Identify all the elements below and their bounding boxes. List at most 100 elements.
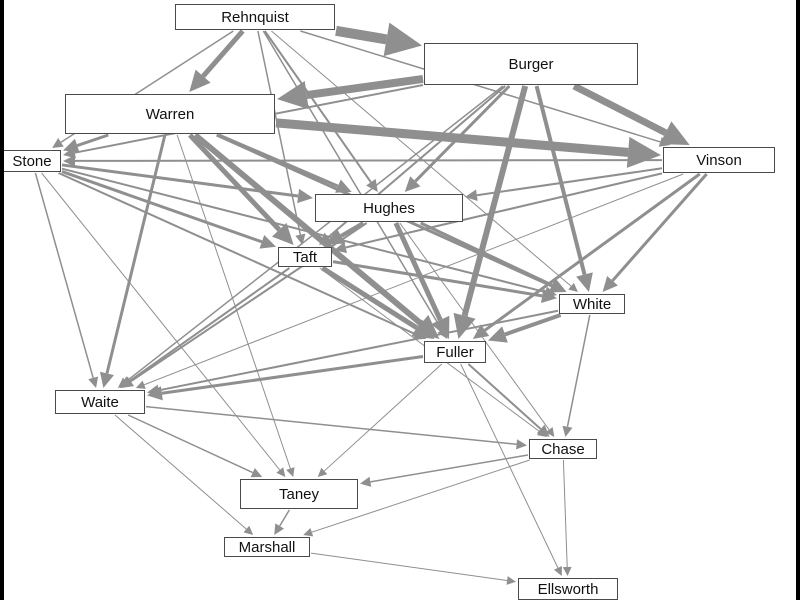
edge-warren-fuller <box>193 132 423 326</box>
arrowhead-fuller-ellsworth <box>553 565 562 576</box>
edge-stone-fuller <box>58 172 416 335</box>
node-vinson: Vinson <box>663 147 775 173</box>
node-taney: Taney <box>240 479 358 509</box>
edge-stone-taft <box>61 170 263 244</box>
edge-hughes-chase <box>399 222 550 430</box>
arrowhead-stone-taft <box>259 235 276 249</box>
edge-vinson-taft <box>345 172 663 249</box>
arrowhead-vinson-waite <box>135 380 146 389</box>
edge-warren-vinson <box>275 118 629 157</box>
edge-hughes-white <box>420 221 554 287</box>
edge-fuller-taney <box>323 363 443 472</box>
arrowhead-stone-taney <box>276 467 286 477</box>
edge-rehnquist-burger <box>335 25 388 45</box>
arrowhead-hughes-chase <box>545 427 555 437</box>
edge-taft-white <box>332 260 543 298</box>
edge-burger-hughes <box>414 84 511 183</box>
arrowhead-burger-warren <box>277 80 309 110</box>
edge-stone-taney <box>41 172 281 471</box>
edge-fuller-waite <box>161 355 424 395</box>
arrowhead-chase-ellsworth <box>562 566 572 576</box>
edge-waite-marshall <box>114 414 247 530</box>
arrowhead-vinson-stone <box>63 155 76 167</box>
arrowhead-warren-taft <box>271 222 294 245</box>
edge-vinson-white <box>611 173 708 282</box>
arrowhead-taft-white <box>541 288 557 303</box>
edge-waite-chase <box>145 405 517 446</box>
node-fuller: Fuller <box>424 341 486 363</box>
arrowhead-waite-chase <box>516 439 527 450</box>
edge-taney-marshall <box>279 509 290 527</box>
edge-marshall-ellsworth <box>310 552 508 581</box>
edge-chase-marshall <box>311 459 530 533</box>
edge-taft-fuller <box>321 265 419 330</box>
arrowhead-rehnquist-stone <box>52 138 64 148</box>
arrowhead-warren-waite <box>99 371 114 388</box>
arrowhead-warren-vinson <box>626 136 661 168</box>
node-burger: Burger <box>424 43 638 85</box>
frame-right-bar <box>796 0 800 600</box>
arrowhead-waite-taney <box>250 467 263 478</box>
arrowhead-fuller-chase <box>536 424 550 437</box>
edge-burger-white <box>534 85 587 276</box>
node-warren: Warren <box>65 94 275 134</box>
edge-white-fuller <box>504 313 562 337</box>
arrowhead-fuller-taney <box>317 467 328 477</box>
arrowhead-marshall-ellsworth <box>506 576 516 585</box>
frame-left-bar <box>0 0 4 600</box>
edge-vinson-fuller <box>484 172 701 332</box>
arrowhead-warren-taney <box>286 467 295 477</box>
arrowhead-warren-stone <box>63 138 80 153</box>
arrowhead-vinson-hughes <box>465 189 478 201</box>
arrowhead-fuller-waite <box>147 386 163 401</box>
arrowhead-taney-marshall <box>274 523 285 535</box>
arrowhead-burger-vinson <box>659 121 690 145</box>
arrowhead-stone-hughes <box>297 188 313 204</box>
edge-burger-fuller <box>461 85 529 317</box>
edge-burger-warren <box>306 74 424 100</box>
node-stone: Stone <box>3 150 61 172</box>
edge-hughes-taft <box>340 221 365 238</box>
edge-warren-taney <box>176 134 291 469</box>
edge-warren-taft <box>188 133 282 232</box>
edge-vinson-waite <box>144 173 684 386</box>
edge-hughes-fuller <box>393 221 443 321</box>
arrowhead-burger-hughes <box>404 176 421 192</box>
arrowhead-burger-white <box>576 272 593 292</box>
edge-vinson-hughes <box>476 167 663 197</box>
arrowhead-chase-taney <box>360 476 372 487</box>
edge-warren-waite <box>105 134 167 374</box>
arrowhead-rehnquist-taft <box>295 233 306 245</box>
arrowhead-taft-waite <box>119 376 133 388</box>
arrowhead-white-fuller <box>488 326 508 343</box>
edge-stone-hughes <box>61 163 299 198</box>
node-hughes: Hughes <box>315 194 463 222</box>
arrowhead-rehnquist-warren <box>189 69 211 92</box>
arrowhead-hughes-white <box>549 279 567 293</box>
arrowhead-vinson-fuller <box>472 324 490 339</box>
arrowhead-rehnquist-burger <box>383 22 422 57</box>
edge-white-chase <box>566 314 591 427</box>
edge-fuller-ellsworth <box>460 363 559 569</box>
edge-chase-taney <box>370 454 529 483</box>
edge-rehnquist-vinson <box>300 30 661 143</box>
edge-white-waite <box>158 309 559 392</box>
edge-stone-white <box>61 167 546 294</box>
edge-fuller-chase <box>467 363 542 430</box>
edge-taft-waite <box>129 267 291 382</box>
edge-stone-waite <box>34 172 94 379</box>
arrowhead-taft-fuller <box>411 319 435 339</box>
node-chase: Chase <box>529 439 597 459</box>
arrowhead-burger-fuller <box>453 312 476 339</box>
arrowhead-rehnquist-hughes <box>366 178 378 192</box>
arrowhead-chase-marshall <box>303 527 314 537</box>
node-marshall: Marshall <box>224 537 310 557</box>
arrowhead-waite-marshall <box>243 525 254 535</box>
node-white: White <box>559 294 625 314</box>
arrowhead-stone-waite <box>88 376 99 388</box>
edge-burger-vinson <box>572 82 668 136</box>
arrowhead-white-chase <box>562 425 573 437</box>
node-taft: Taft <box>278 247 332 267</box>
